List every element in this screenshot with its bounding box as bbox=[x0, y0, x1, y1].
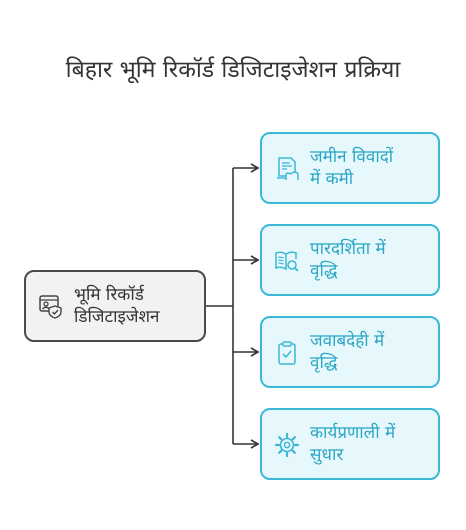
document-hand-icon bbox=[277, 157, 299, 180]
clipboard-check-icon bbox=[278, 341, 296, 365]
source-node: भूमि रिकॉर्ड डिजिटाइजेशन bbox=[24, 270, 206, 342]
book-search-icon bbox=[275, 251, 299, 272]
outcome-2-label-line-2: वृद्धि bbox=[310, 261, 338, 281]
outcome-4-label-line-2: सुधार bbox=[310, 445, 344, 465]
id-card-shield-icon bbox=[39, 295, 62, 319]
outcome-node-transparency: पारदर्शिता में वृद्धि bbox=[260, 224, 440, 296]
source-label-line-1: भूमि रिकॉर्ड bbox=[74, 285, 144, 305]
source-label-line-2: डिजिटाइजेशन bbox=[74, 307, 160, 327]
outcome-1-label-line-1: जमीन विवादों bbox=[310, 147, 394, 167]
diagram-title: बिहार भूमि रिकॉर्ड डिजिटाइजेशन प्रक्रिया bbox=[65, 57, 401, 83]
outcome-node-accountability: जवाबदेही में वृद्धि bbox=[260, 316, 440, 388]
outcome-1-label-line-2: में कमी bbox=[310, 169, 354, 189]
outcome-node-efficiency: कार्यप्रणाली में सुधार bbox=[260, 408, 440, 480]
gear-icon bbox=[274, 432, 300, 458]
outcome-4-label-line-1: कार्यप्रणाली में bbox=[310, 423, 396, 443]
outcome-2-label-line-1: पारदर्शिता में bbox=[310, 239, 386, 259]
outcome-3-label-line-2: वृद्धि bbox=[310, 353, 338, 373]
outcome-3-label-line-1: जवाबदेही में bbox=[310, 331, 385, 351]
outcome-node-dispute-reduction: जमीन विवादों में कमी bbox=[260, 132, 440, 204]
